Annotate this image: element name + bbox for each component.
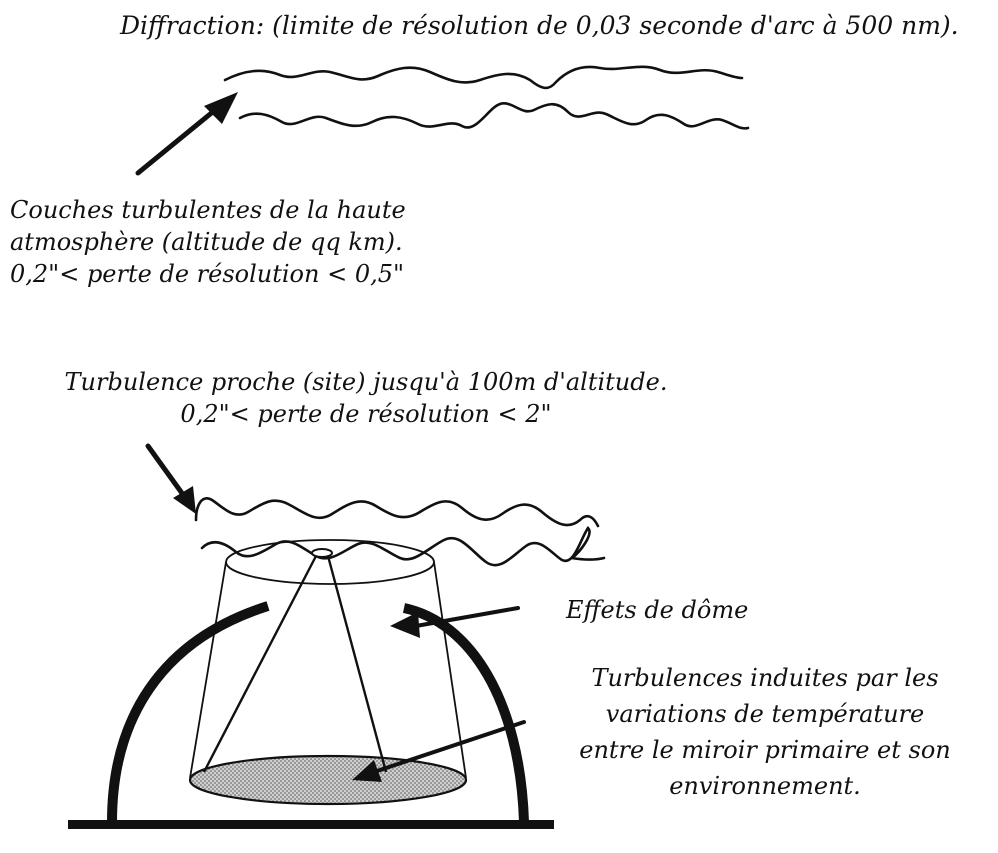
high-layers-line-1: Couches turbulentes de la haute [10,196,406,224]
dome-effects-label: Effets de dôme [566,596,749,624]
dome-right-wall [402,603,529,823]
diffraction-label: Diffraction: (limite de résolution de 0,… [120,11,959,40]
site-line-1: Turbulence proche (site) jusqu'à 100m d'… [64,368,668,396]
mirror-line-4: environnement. [669,772,861,800]
mirror-turbulence-label: Turbulences induites par les variations … [550,660,980,804]
arrow-to-dome [390,606,520,638]
primary-mirror [188,754,468,806]
dome-left-wall [107,601,270,823]
high-layers-line-2: atmosphère (altitude de qq km). [10,228,403,256]
site-turbulence-label: Turbulence proche (site) jusqu'à 100m d'… [36,366,696,430]
arrow-to-site-turbulence [145,443,196,514]
mirror-line-2: variations de température [605,700,925,728]
high-layers-line-3: 0,2"< perte de résolution < 0,5" [10,260,405,288]
upper-wave-1 [223,65,744,90]
site-line-2: 0,2"< perte de résolution < 2" [180,400,552,428]
mirror-line-3: entre le miroir primaire et son [579,736,951,764]
dome [107,601,529,823]
arrow-to-upper-layers [135,92,238,176]
telescope [188,539,468,806]
upper-wave-2 [238,102,750,130]
site-wave-1 [194,497,600,528]
arrow-to-mirror [352,720,526,782]
secondary-mirror [311,548,333,558]
dome-floor [68,820,554,829]
high-layers-label: Couches turbulentes de la haute atmosphè… [10,194,406,290]
mirror-line-1: Turbulences induites par les [591,664,939,692]
